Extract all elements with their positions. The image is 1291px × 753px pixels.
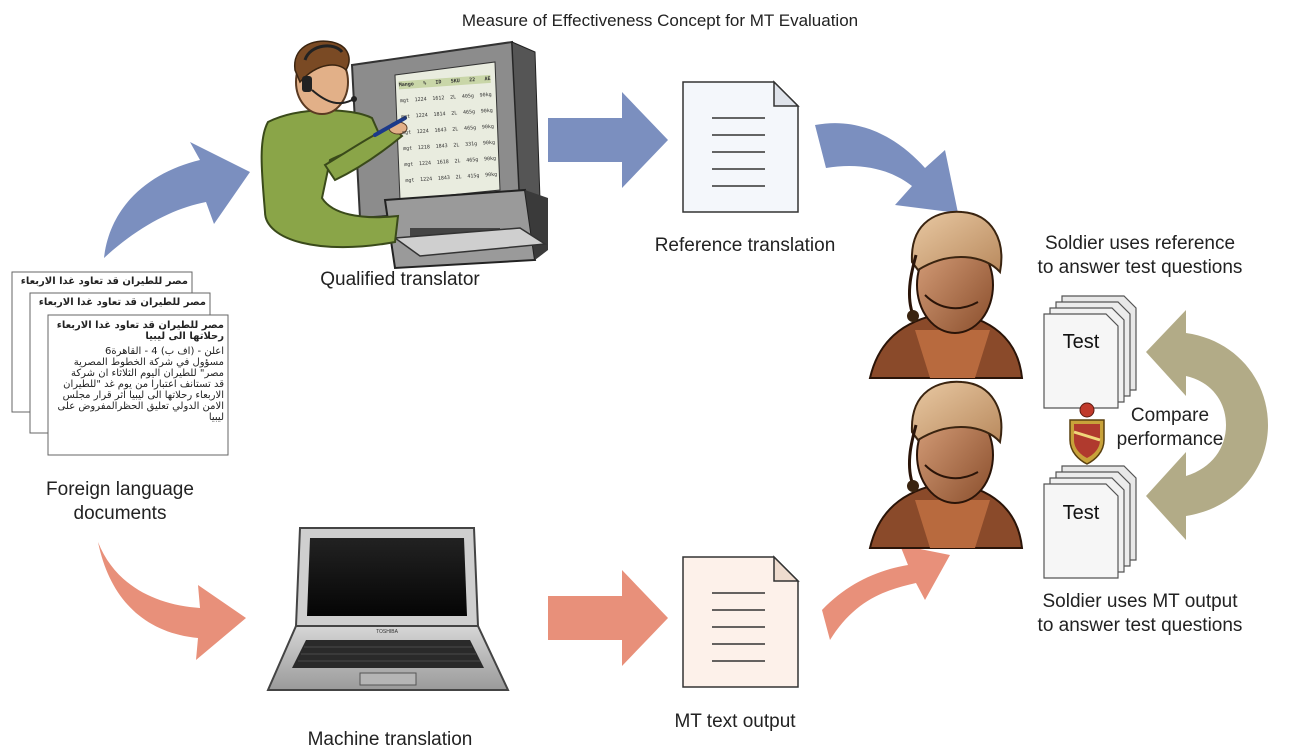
arrow-translator-to-reference: [548, 92, 668, 188]
arrow-machine-to-mt: [548, 570, 668, 666]
doc-front-line: مصر للطيران قد تعاود غدا الاربعاء: [56, 320, 224, 331]
doc-front-line: مصر" للطيران اليوم الثلاثاء ان شركة: [71, 368, 224, 379]
arrow-mt-to-soldier: [822, 545, 950, 640]
reference-translation-label: Reference translation: [654, 235, 836, 256]
test-stack-bottom: [1043, 465, 1137, 579]
doc-middle-header: مصر للطيران قد تعاود غدا الاربعاء: [38, 297, 206, 308]
compare-performance-label: Compare performance: [1110, 404, 1230, 452]
doc-front-text: مصر للطيران قد تعاود غدا الاربعاء رحلاته…: [52, 320, 224, 423]
laptop-illustration: [266, 527, 510, 691]
foreign-docs-label-line2: documents: [73, 502, 167, 524]
test-label-top: Test: [1062, 331, 1100, 353]
laptop-brand-label: TOSHIBA: [376, 629, 398, 635]
test-stack-top: [1043, 295, 1137, 409]
doc-front-line: قد تستانف اعتبارا من يوم غد "للطيران: [63, 379, 224, 390]
doc-front-line: الاربعاء رحلاتها الى ليبيا اثر قرار مجلس: [62, 390, 224, 401]
soldier-mt-line2: to answer test questions: [1037, 614, 1243, 636]
doc-front-line: الامن الدولي تعليق الحظرالمفروض على: [57, 401, 224, 412]
doc-front-line: ليبيا: [208, 412, 224, 423]
doc-front-line: مسؤول في شركة الخطوط المصرية: [73, 357, 224, 368]
soldier-mt-label: Soldier uses MT output to answer test qu…: [1005, 590, 1275, 638]
arrow-reference-to-soldier: [815, 123, 958, 213]
crest-emblem-icon: [1069, 402, 1105, 465]
reference-document-icon: [682, 80, 800, 213]
translator-illustration: [260, 40, 548, 270]
soldier-bottom: [868, 380, 1024, 549]
compare-line1: Compare: [1130, 405, 1210, 426]
doc-back-header: مصر للطيران قد تعاود غدا الاربعاء: [20, 276, 188, 287]
doc-front-line: رحلاتها الى ليبيا: [145, 331, 224, 342]
arrow-docs-to-machine: [98, 542, 246, 660]
qualified-translator-label: Qualified translator: [320, 269, 480, 290]
diagram-title: Measure of Effectiveness Concept for MT …: [461, 11, 859, 30]
mt-output-document-icon: [682, 555, 800, 688]
test-label-bottom: Test: [1062, 502, 1100, 524]
foreign-docs-label: Foreign language documents: [15, 478, 225, 526]
doc-front-line: اعلن - (اف ب) 4 - القاهرة6: [104, 346, 224, 357]
machine-translation-label: Machine translation: [307, 729, 473, 750]
arrow-compare: [1146, 310, 1268, 540]
mt-text-output-label: MT text output: [674, 711, 796, 732]
soldier-reference-line1: Soldier uses reference: [1044, 233, 1236, 254]
foreign-docs-label-line1: Foreign language: [46, 479, 194, 500]
soldier-reference-label: Soldier uses reference to answer test qu…: [1005, 232, 1275, 280]
soldier-mt-line1: Soldier uses MT output: [1042, 591, 1238, 612]
soldier-reference-line2: to answer test questions: [1037, 256, 1243, 278]
arrow-docs-to-translator: [104, 142, 250, 258]
soldier-top: [868, 210, 1024, 379]
foreign-documents-stack: [11, 271, 229, 456]
compare-line2: performance: [1116, 428, 1224, 450]
